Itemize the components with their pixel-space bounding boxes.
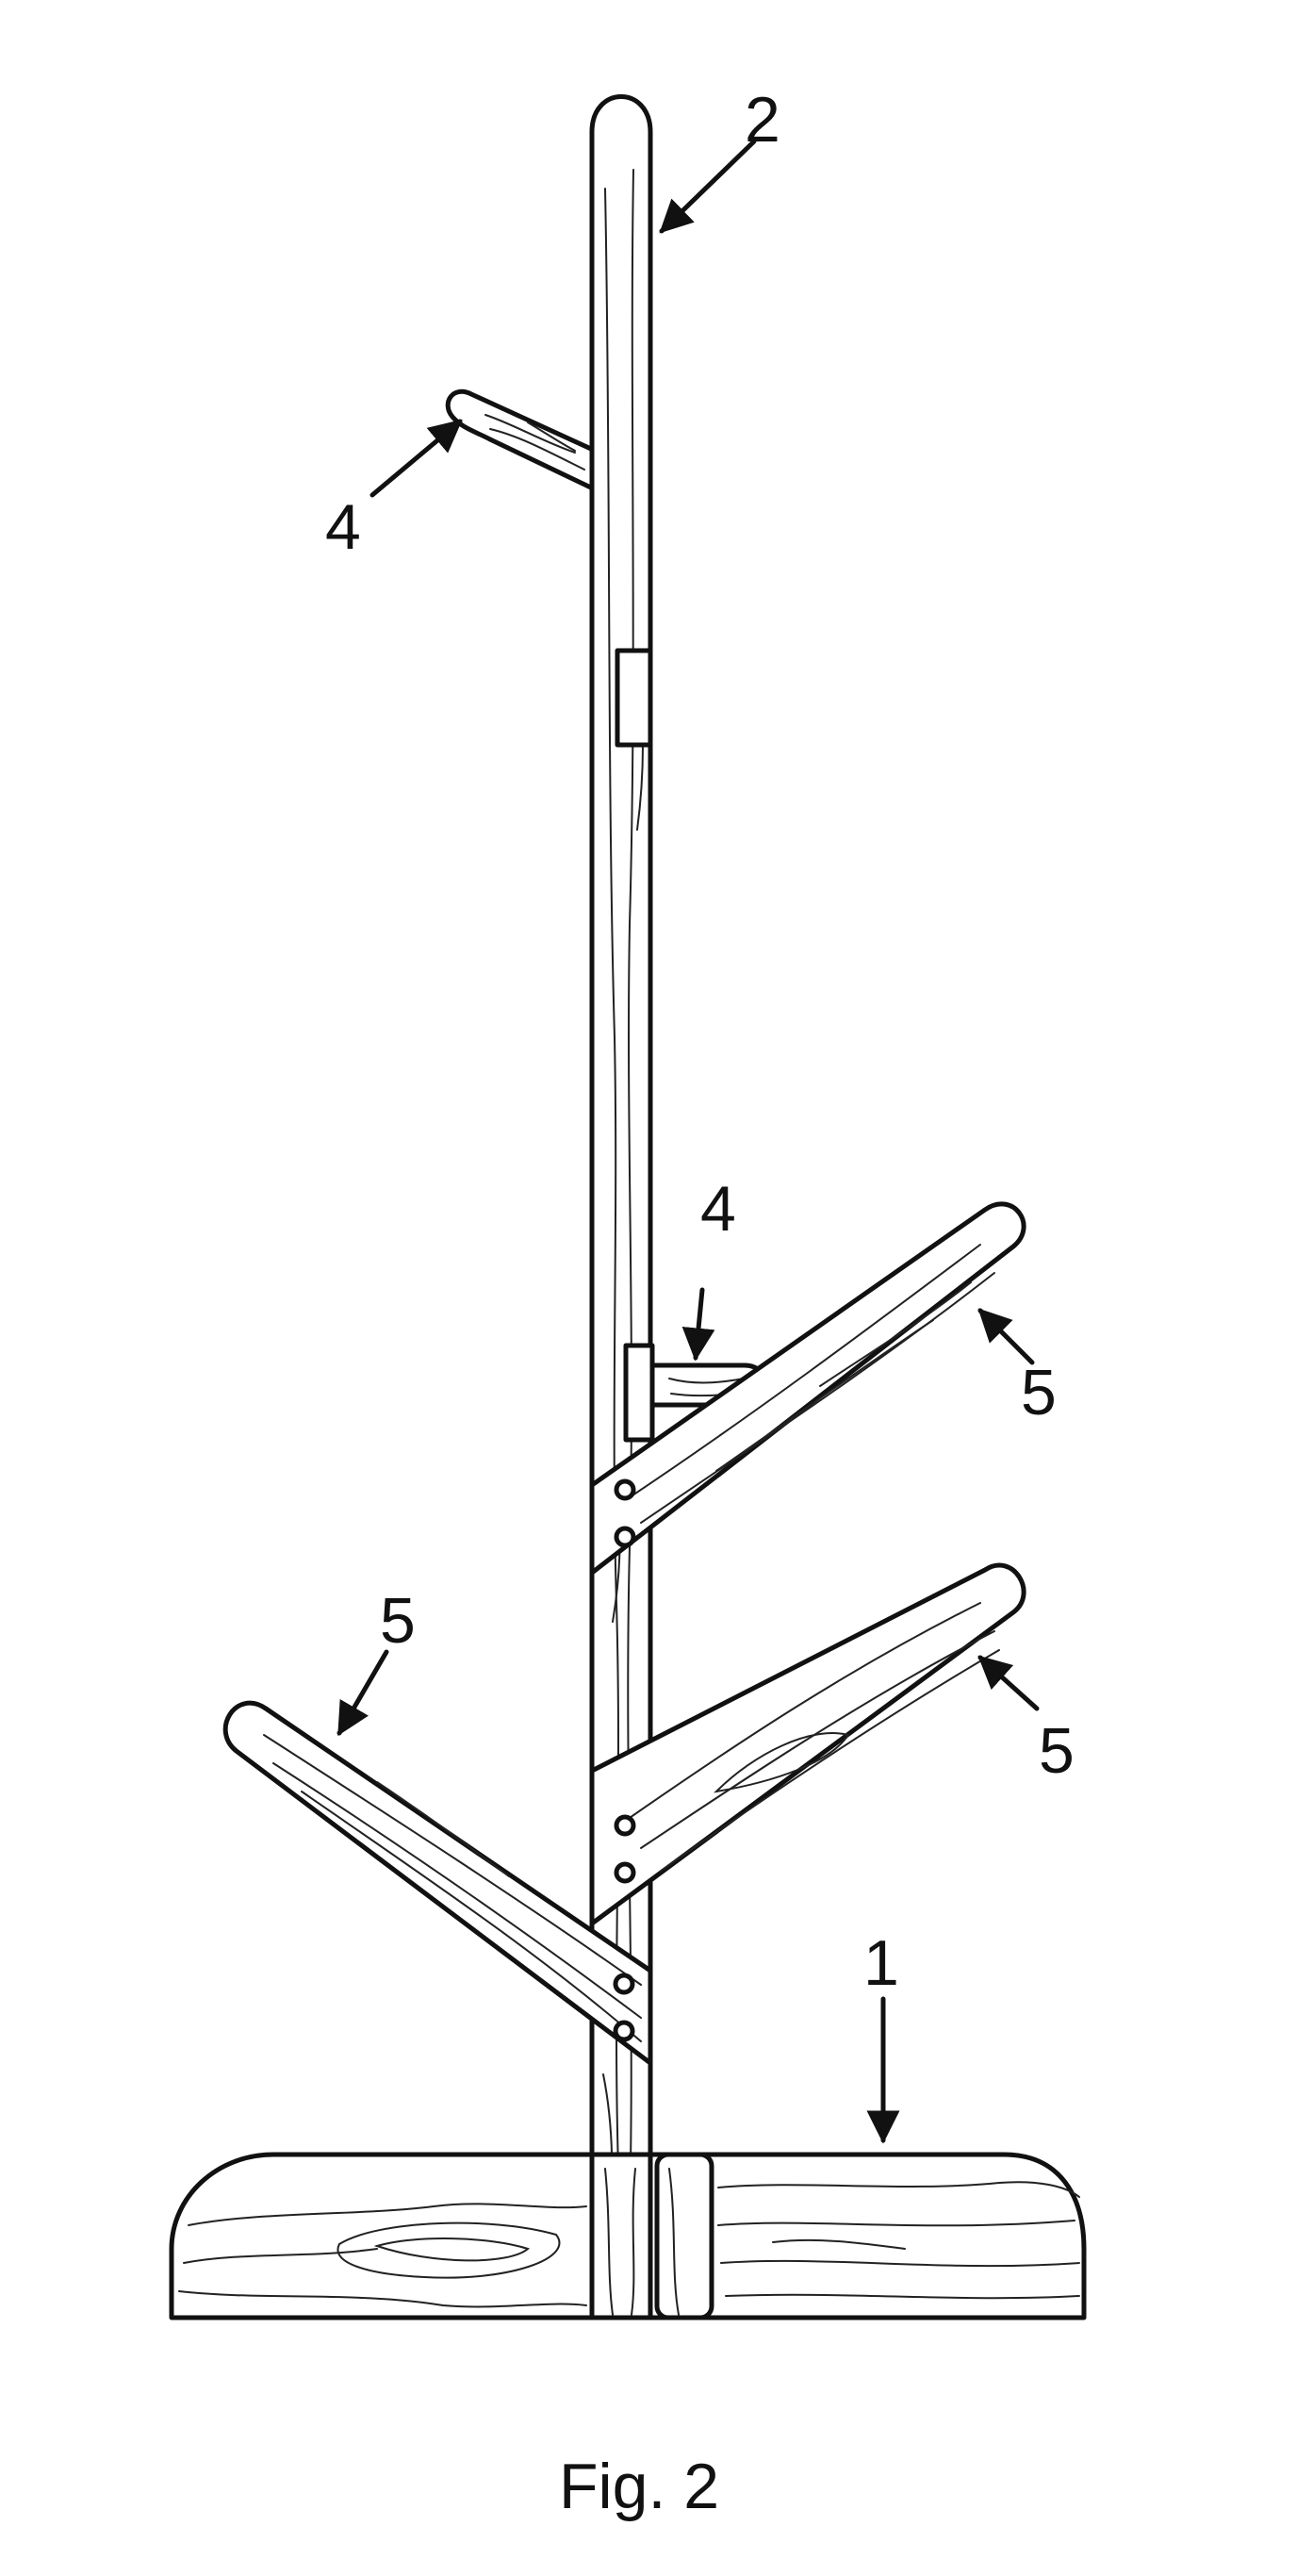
arrow-peg-upper [372, 421, 460, 495]
dowel-hole [616, 1864, 633, 1881]
dowel-hole [616, 1528, 633, 1545]
label-peg-middle: 4 [700, 1173, 736, 1245]
label-arm-left: 5 [380, 1585, 416, 1657]
dowel-hole [616, 1817, 633, 1834]
figure-caption: Fig. 2 [559, 2451, 719, 2522]
arrow-post [662, 141, 754, 231]
arm-right-lower [592, 1565, 1024, 1924]
label-base: 1 [863, 1927, 899, 1999]
arrow-arm-right-lower [980, 1658, 1037, 1709]
label-arm-right-lower: 5 [1039, 1715, 1075, 1787]
dowel-hole [615, 2023, 632, 2039]
base-insert [657, 2155, 712, 2318]
dowel-hole [616, 1481, 633, 1498]
peg-upper [448, 391, 603, 490]
arrow-arm-left [339, 1652, 386, 1733]
dowel-hole [615, 1975, 632, 1992]
label-post: 2 [745, 84, 780, 156]
label-peg-upper: 4 [325, 491, 361, 563]
arrow-peg-middle [696, 1290, 702, 1358]
arm-left [225, 1703, 650, 2063]
label-arm-right-upper: 5 [1021, 1357, 1057, 1428]
post-joint-middle [626, 1346, 652, 1440]
post-joint-upper [617, 651, 650, 745]
base [172, 2155, 1084, 2318]
arrow-arm-right-upper [980, 1311, 1032, 1362]
